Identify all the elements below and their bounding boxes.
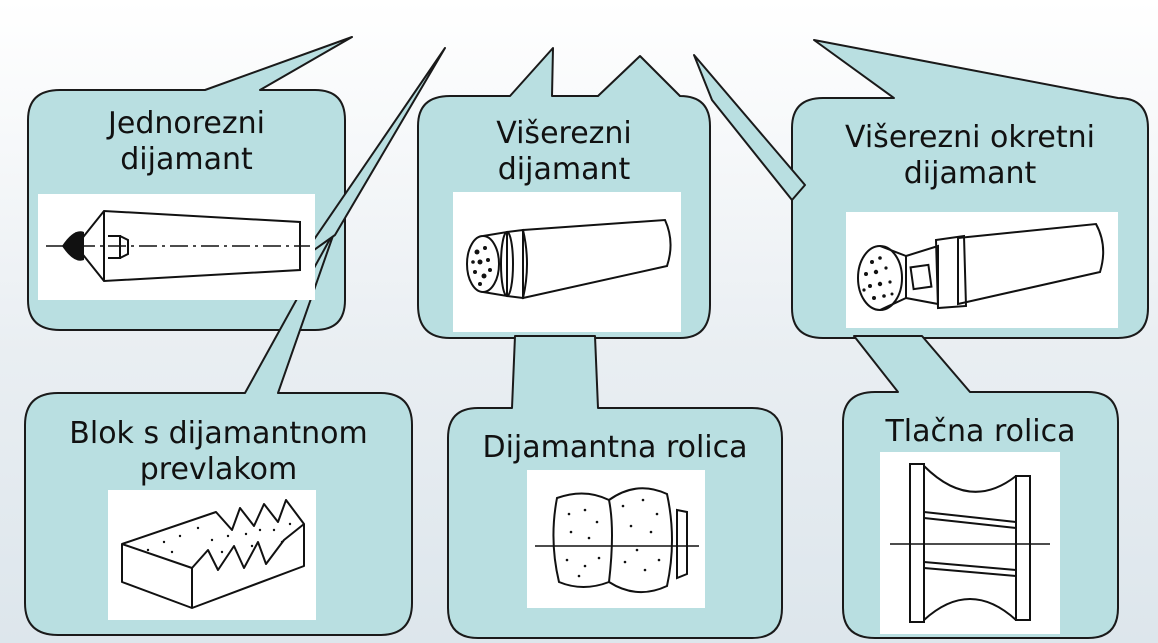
label-blok: Blok s dijamantnom prevlakom	[25, 416, 412, 488]
label-viserezni: Višerezni dijamant	[418, 116, 710, 188]
pointer-to-okretni	[693, 54, 806, 201]
label-blok-line2: prevlakom	[139, 452, 298, 487]
rotary-multi-point-diamond-icon	[846, 212, 1118, 328]
multi-point-diamond-icon	[453, 192, 681, 332]
label-jednorezni-line2: dijamant	[120, 142, 253, 177]
label-rolica-line1: Dijamantna rolica	[482, 430, 748, 465]
label-blok-line1: Blok s dijamantnom	[69, 416, 368, 451]
label-jednorezni: Jednorezni dijamant	[28, 106, 345, 178]
pointer-to-blok	[299, 47, 446, 261]
label-viserezni-line1: Višerezni	[496, 116, 632, 151]
label-viserezni-okretni-line1: Višerezni okretni	[844, 120, 1096, 155]
label-tlacna: Tlačna rolica	[843, 414, 1118, 450]
label-viserezni-line2: dijamant	[497, 152, 631, 187]
label-viserezni-okretni-line2: dijamant	[903, 156, 1037, 191]
label-viserezni-okretni: Višerezni okretni dijamant	[792, 120, 1148, 192]
label-jednorezni-line1: Jednorezni	[108, 106, 265, 141]
label-rolica: Dijamantna rolica	[448, 430, 782, 466]
single-point-diamond-icon	[38, 194, 315, 300]
diamond-coated-block-icon	[108, 490, 316, 620]
diamond-roller-icon	[527, 470, 705, 608]
label-tlacna-line1: Tlačna rolica	[885, 414, 1076, 449]
crush-roller-icon	[880, 452, 1060, 634]
